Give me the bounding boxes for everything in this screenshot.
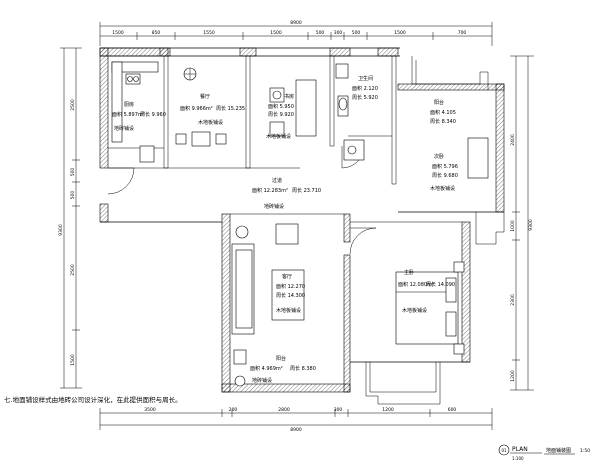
- title-block: 01 PLAN 1:100 地面铺装图 1:50: [498, 444, 590, 461]
- plan-number-circle: [498, 444, 510, 456]
- room-name: 主卧: [404, 269, 414, 276]
- bottom-dimensions: 3500 200 2800 300 1200 600 8900: [99, 407, 493, 433]
- room-label-second-bedroom: 次卧 面积 5.796 周长 9.680 木地板铺设: [430, 153, 458, 192]
- top-dimension: 500: [352, 30, 361, 36]
- left-total-dimension: 9300: [58, 224, 64, 236]
- right-dimensions: 2400 1000 2300 1200 9300: [510, 55, 534, 391]
- room-area: 面积 5.950: [268, 103, 294, 110]
- drawing-title: 地面铺装图: [546, 447, 571, 454]
- top-dimension: 1500: [394, 30, 406, 36]
- room-name: 阳台: [434, 99, 444, 106]
- drawing-scale: 1:50: [580, 448, 590, 454]
- top-dimensions: 8900 1500 850 1550 1500 500 300 500 1500…: [99, 20, 493, 46]
- plan-label: PLAN: [512, 446, 528, 453]
- top-dimension: 1500: [270, 30, 282, 36]
- bottom-dimension: 2800: [278, 407, 290, 413]
- room-floor: 木地板铺设: [402, 307, 427, 314]
- room-floor: 木地板铺设: [198, 119, 223, 126]
- room-name: 书房: [284, 93, 294, 100]
- room-name: 餐厅: [200, 93, 210, 100]
- room-perimeter: 周长 23.710: [292, 187, 321, 194]
- room-perimeter: 周长 9.920: [268, 111, 294, 118]
- left-dimensions: 9300 2500 500 500 2500 1500: [58, 47, 82, 389]
- bottom-dimension: 3500: [144, 407, 156, 413]
- room-label-kitchen: 厨房 面积 5.897m² 周长 9.960 地砖铺设: [112, 101, 166, 132]
- room-area: 面积 12.270: [276, 283, 305, 290]
- room-area: 面积 2.120: [352, 85, 378, 92]
- room-floor: 地砖铺设: [252, 377, 272, 384]
- left-dimension: 500: [70, 191, 76, 200]
- room-name: 客厅: [282, 273, 292, 280]
- top-total-dimension: 8900: [290, 20, 302, 26]
- top-dimension: 1500: [112, 30, 124, 36]
- room-area: 面积 12.080m²: [398, 281, 434, 288]
- top-dimension: 500: [316, 30, 325, 36]
- right-dimension: 1000: [510, 220, 516, 232]
- right-total-dimension: 9300: [528, 219, 534, 231]
- left-dimension: 2500: [70, 99, 76, 111]
- right-dimension: 2400: [510, 134, 516, 146]
- furniture: [111, 61, 489, 387]
- room-name: 厨房: [124, 101, 134, 108]
- room-label-living-room: 客厅 面积 12.270 周长 14.300 木地板铺设: [276, 273, 305, 314]
- room-name: 次卧: [434, 153, 444, 160]
- room-perimeter: 周长 9.680: [432, 172, 458, 179]
- room-name: 过道: [272, 177, 282, 184]
- room-floor: 木地板铺设: [430, 185, 455, 192]
- bottom-dimension: 600: [448, 407, 457, 413]
- room-floor: 木地板铺设: [276, 307, 301, 314]
- top-dimension: 1550: [203, 30, 215, 36]
- plan-number: 01: [501, 448, 507, 453]
- room-floor: 地砖铺设: [264, 203, 284, 210]
- walls: [99, 47, 505, 393]
- room-floor: 木地板铺设: [266, 133, 291, 140]
- bottom-total-dimension: 8900: [290, 427, 302, 433]
- room-floor: 地砖铺设: [114, 125, 134, 132]
- bottom-dimension: 200: [229, 407, 238, 413]
- right-dimension: 2300: [510, 294, 516, 306]
- top-dimension: 700: [458, 30, 467, 36]
- room-perimeter: 周长 5.920: [352, 94, 378, 101]
- room-label-study: 书房 面积 5.950 周长 9.920 木地板铺设: [266, 93, 294, 140]
- right-dimension: 1200: [510, 370, 516, 382]
- room-area: 面积 4.105: [430, 109, 456, 116]
- left-dimension: 500: [70, 168, 76, 177]
- room-area: 面积 5.897m²: [112, 111, 145, 118]
- room-label-dining: 餐厅 面积 9.966m² 周长 15.235 木地板铺设: [180, 93, 245, 126]
- room-perimeter: 周长 8.340: [430, 118, 456, 125]
- bottom-dimension: 300: [334, 407, 343, 413]
- room-area: 面积 5.796: [432, 163, 458, 170]
- room-perimeter: 周长 14.300: [276, 292, 305, 299]
- room-label-balcony-north: 阳台 面积 4.105 周长 8.340: [430, 99, 456, 125]
- room-area: 面积 4.969m²: [250, 365, 283, 372]
- room-name: 阳台: [276, 355, 286, 362]
- room-perimeter: 周长 9.960: [140, 111, 166, 118]
- left-dimension: 2500: [70, 264, 76, 276]
- room-perimeter: 周长 8.380: [290, 365, 316, 372]
- room-area: 面积 12.283m²: [252, 187, 288, 194]
- room-area: 面积 9.966m²: [180, 105, 213, 112]
- floor-note: 七.地面铺设样式由地砖公司设计深化，在此提供面积与周长。: [4, 395, 182, 404]
- room-label-bathroom: 卫生间 面积 2.120 周长 5.920: [352, 75, 378, 101]
- room-label-master-bedroom: 主卧 面积 12.080m² 周长 14.090 木地板铺设: [398, 269, 455, 314]
- room-perimeter: 周长 15.235: [216, 105, 245, 112]
- plan-subscale: 1:100: [512, 456, 524, 461]
- top-dimension: 850: [152, 30, 161, 36]
- room-label-hallway: 过道 面积 12.283m² 周长 23.710 地砖铺设: [252, 177, 321, 210]
- bottom-dimension: 1200: [382, 407, 394, 413]
- balconies: [365, 56, 505, 405]
- room-perimeter: 周长 14.090: [426, 281, 455, 288]
- top-dimension: 300: [334, 30, 343, 36]
- room-name: 卫生间: [358, 75, 373, 82]
- room-label-balcony-south: 阳台 面积 4.969m² 周长 8.380 地砖铺设: [250, 355, 316, 384]
- left-dimension: 1500: [70, 354, 76, 366]
